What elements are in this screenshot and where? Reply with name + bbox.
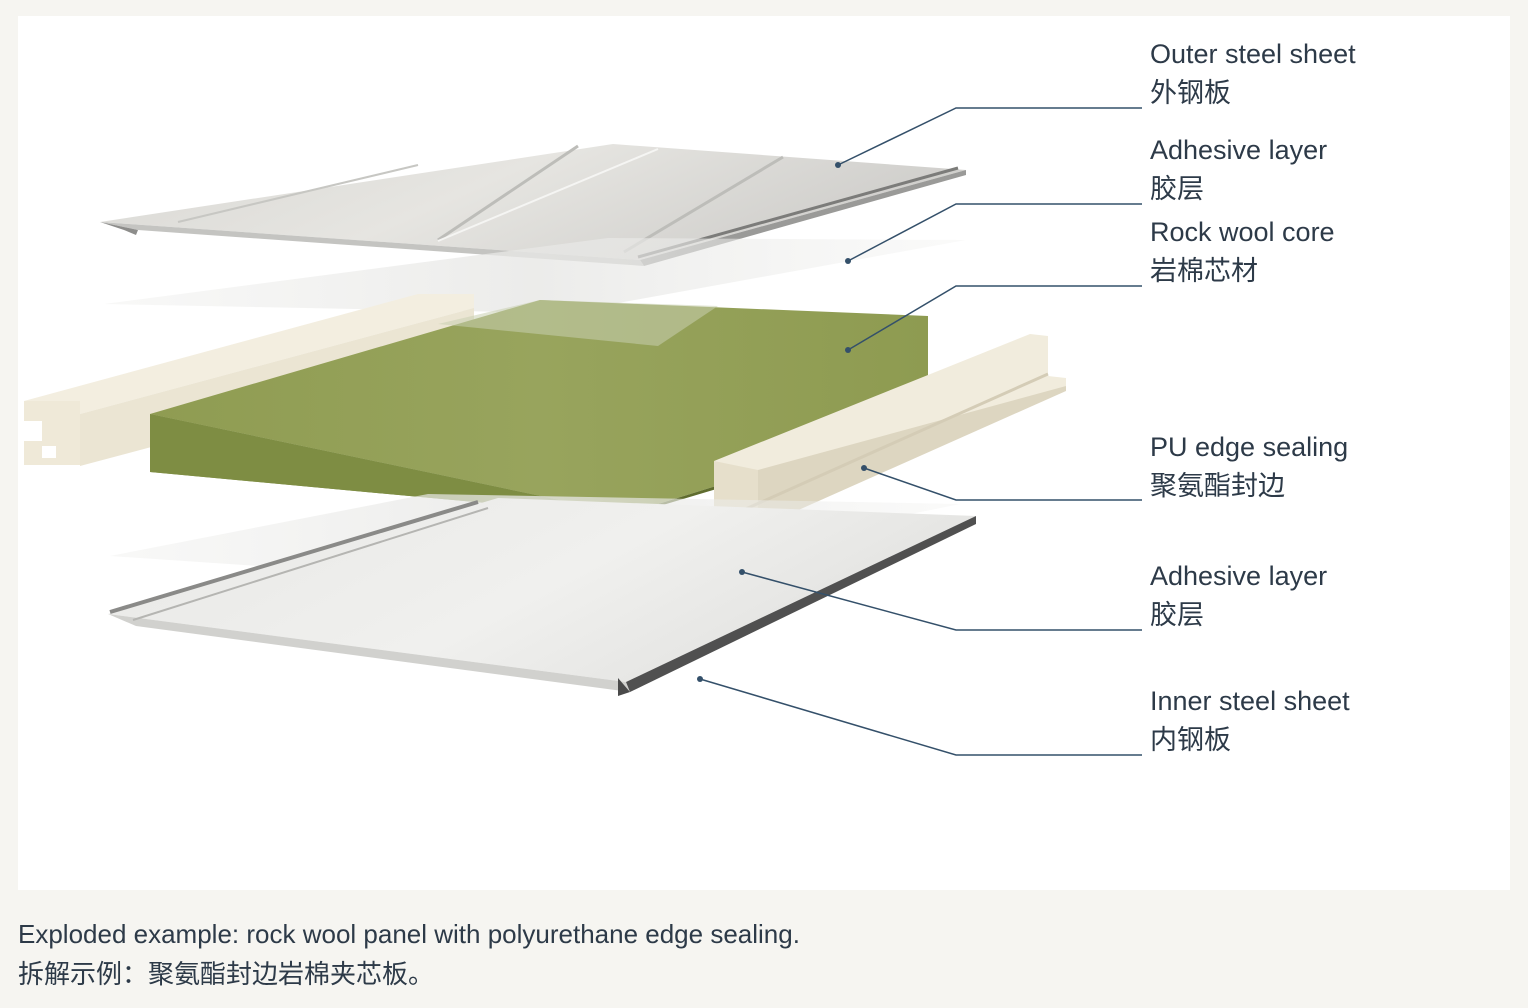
- right-pu-edge-seal-shape: [714, 334, 1066, 528]
- exploded-panel-diagram: [24, 107, 1142, 756]
- leader-outer-steel: [837, 107, 1142, 166]
- label-zh: 胶层: [1150, 600, 1204, 630]
- label-en: Outer steel sheet: [1150, 39, 1356, 69]
- label-pu-edge-sealing: PU edge sealing 聚氨酯封边: [1150, 428, 1348, 506]
- leader-adhesive-top: [847, 203, 1142, 262]
- leader-dot-adhesive-bottom: [739, 569, 745, 575]
- label-outer-steel-sheet: Outer steel sheet 外钢板: [1150, 35, 1356, 113]
- caption-en: Exploded example: rock wool panel with p…: [18, 919, 800, 949]
- label-en: PU edge sealing: [1150, 432, 1349, 462]
- leader-lines: [699, 107, 1142, 756]
- label-en: Adhesive layer: [1150, 135, 1328, 165]
- top-adhesive-layer-shape: [104, 238, 966, 313]
- inner-steel-sheet-shape: [108, 498, 976, 696]
- label-adhesive-layer-top: Adhesive layer 胶层: [1150, 131, 1327, 209]
- label-adhesive-layer-bottom: Adhesive layer 胶层: [1150, 557, 1327, 635]
- leader-dot-inner-steel: [697, 676, 703, 682]
- leader-dots: [697, 162, 867, 682]
- label-rock-wool-core: Rock wool core 岩棉芯材: [1150, 213, 1335, 291]
- label-zh: 外钢板: [1150, 78, 1231, 108]
- figure-caption: Exploded example: rock wool panel with p…: [18, 914, 800, 994]
- diagram-figure: Outer steel sheet 外钢板 Adhesive layer 胶层 …: [18, 16, 1510, 890]
- label-en: Rock wool core: [1150, 217, 1335, 247]
- leader-inner-steel: [699, 678, 1142, 756]
- leader-pu-edge: [863, 467, 1142, 501]
- leader-dot-rock-wool: [845, 347, 851, 353]
- label-en: Adhesive layer: [1150, 561, 1328, 591]
- leader-adhesive-bottom: [741, 571, 1142, 631]
- leader-dot-outer-steel: [835, 162, 841, 168]
- leader-dot-adhesive-top: [845, 258, 851, 264]
- leader-dot-pu-edge: [861, 465, 867, 471]
- label-zh: 胶层: [1150, 174, 1204, 204]
- label-zh: 内钢板: [1150, 725, 1231, 755]
- label-zh: 聚氨酯封边: [1150, 471, 1285, 501]
- label-en: Inner steel sheet: [1150, 686, 1350, 716]
- caption-zh: 拆解示例：聚氨酯封边岩棉夹芯板。: [18, 959, 435, 989]
- label-inner-steel-sheet: Inner steel sheet 内钢板: [1150, 682, 1350, 760]
- leader-rock-wool: [847, 285, 1142, 351]
- label-zh: 岩棉芯材: [1150, 256, 1258, 286]
